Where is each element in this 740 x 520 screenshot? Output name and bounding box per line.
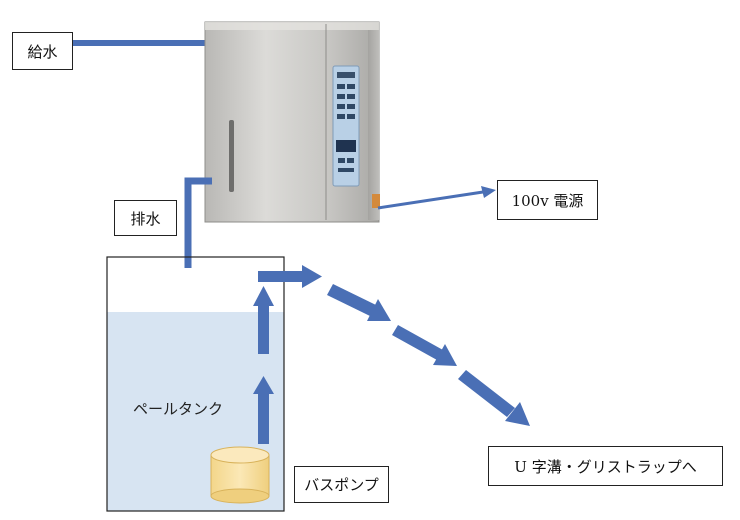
water-ionizer-device — [204, 21, 380, 223]
power-connector — [372, 194, 380, 208]
power-arrow — [377, 186, 496, 210]
destination-label: U 字溝・グリストラップへ — [488, 446, 723, 486]
supply-pipe — [72, 40, 212, 46]
pail-tank-label: ペールタンク — [133, 400, 224, 418]
outflow-arrow — [258, 265, 322, 288]
discharge-arrow-segment-2 — [392, 325, 457, 366]
pump-upflow-arrow-lower — [253, 376, 274, 444]
pump-upflow-arrow-upper — [253, 286, 274, 354]
display-screen — [336, 140, 356, 152]
bath-pump-label: バスポンプ — [294, 466, 389, 503]
bath-pump-icon — [210, 446, 270, 504]
level-window — [229, 120, 234, 192]
drain-pipe — [184, 177, 212, 268]
discharge-arrow-segment-1 — [327, 284, 391, 321]
discharge-arrow-segment-3 — [458, 370, 530, 426]
power-label: 100v 電源 — [497, 180, 598, 220]
water-supply-label: 給水 — [12, 32, 73, 70]
drain-label: 排水 — [114, 200, 177, 236]
